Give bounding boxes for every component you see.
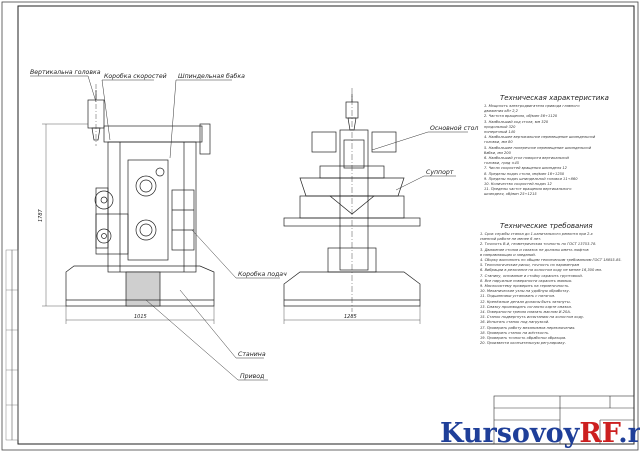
tech-req-line: 9. Маслосистему проверить на герметичнос… [480,284,570,289]
tech-req-line: 19. Проверить точность обработки образцо… [480,336,567,341]
front-dimension-lines [42,123,215,324]
side-dimension-lines [283,306,421,324]
binding-strip [5,249,19,441]
label-column: Основной стол [430,125,478,132]
watermark: KursovoyRF.ru [440,418,640,449]
tech-spec-line: движения кВт 2,2 [484,109,518,114]
watermark-part3: .ru [618,418,640,449]
tech-spec-line: продольный 320 [484,124,516,129]
tech-spec-line: 5. Наибольшее поперечное перемещение шпи… [484,145,592,150]
tech-req-line: 13. Смазку производить согласно карте см… [480,304,572,309]
tech-spec-line: 8. Пределы подач стола, мм/мин 16÷1250 [484,171,565,176]
tech-req-line: 5. Технологические риски, точность по па… [480,263,580,268]
tech-req-line: 15. Станок подвергнуть испытанию на холо… [480,315,585,320]
tech-spec-line: 6. Наибольший угол поворота вертикальной [484,156,569,161]
label-spindle-head: Шпиндельная бабка [178,72,245,80]
feed-box [171,189,195,251]
tech-spec-line: бабки, мм 200 [484,150,511,155]
tech-spec-line: 3. Наибольший ход стола, мм 320 [484,119,549,124]
tech-spec-line: 10. Количество скоростей подач 12 [484,182,552,187]
tech-req-line: сменной работе не менее 6 лет. [480,237,542,242]
label-vertical-head: Вертикальна головка [30,69,101,76]
label-drive: Привод [240,373,264,380]
tech-req-line: 1. Срок службы станка до 1-капитального … [480,232,593,236]
tech-req-list: 1. Срок службы станка до 1-капитального … [480,232,632,346]
watermark-part2: RF [579,418,619,449]
front-view [65,84,215,307]
spindle-head-block [127,159,169,261]
tech-spec-line: 9. Пределы подач шпиндельной головки 11÷… [484,176,578,181]
dim-height: 1787 [38,208,44,222]
tech-spec-line: головки, град ±45 [484,161,520,166]
tech-spec-line: 2. Частота вращения, об/мин 56÷1120 [484,114,558,119]
title-block [493,395,635,445]
tech-req-line: 20. Произвести окончательную регулировку… [480,341,566,346]
dim-side-width: 1285 [344,314,357,320]
sheet-inner-frame [17,5,635,445]
tech-req-line: 4. Сборку выполнить по общим техническим… [480,258,622,263]
tech-spec-line: головки, мм 80 [484,140,513,145]
watermark-part1: Kursovoy [440,418,580,449]
front-table [95,213,129,255]
tech-req-line: 3. Движение столов и салазок не должны и… [480,247,589,252]
tech-req-line: 7. Станину, основание и стойку окрасить … [480,273,583,278]
tech-req-line: 18. Проверить станок на жёсткость. [480,330,550,335]
tech-spec-line: 1. Мощность электродвигателя привода гла… [484,104,580,108]
tech-spec-line: поперечный 140 [484,130,516,135]
label-feed-box: Коробка подач [238,270,287,278]
label-speed-box: Коробка скоростей [104,72,167,80]
top-ram [103,125,203,143]
side-column [339,129,369,271]
side-view [283,88,421,312]
tech-spec-line: 7. Число скоростей вращения шпинделя 12 [484,166,567,171]
tech-req-line: 11. Подшипники установить с натягом. [480,294,556,299]
tech-req-title: Технические требования [500,222,593,230]
label-bed: Станина [238,351,266,358]
tech-req-line: 8. Все наружные поверхности окрасить эма… [480,278,573,283]
vertical-head-spindle [91,127,101,141]
leader-lines [30,75,468,381]
tech-spec-line: шпинделя, об/мин 25÷1215 [484,192,537,197]
tech-spec-line: 11. Пределы частот вращения вертикальног… [484,187,572,192]
tech-req-line: 10. Механические узлы на удобную обработ… [480,289,570,294]
label-support: Суппорт [426,169,454,176]
tech-req-line: в направляющих и заеданий. [480,252,536,257]
tech-req-line: 17. Проверить работу механизмов переключ… [480,325,576,330]
column-body [107,141,197,273]
tech-req-line: 16. Испытать станок под нагрузкой. [480,320,550,325]
tech-req-line: 6. Вибрации в резонансе на холостом ходу… [480,268,602,273]
dim-front-width: 1015 [134,314,147,320]
tech-req-line: 14. Поверхности трения смазать маслом И-… [480,310,571,315]
tech-req-line: 12. Крепёжные детали должны быть затянут… [480,299,571,304]
tech-spec-line: 4. Наибольшее вертикальное перемещение ш… [484,135,596,140]
tech-spec-title: Техническая характеристика [500,94,609,102]
tech-spec-list: 1. Мощность электродвигателя привода гла… [484,104,634,198]
tech-req-line: 2. Точность В-й, геометрическая точность… [480,242,597,247]
